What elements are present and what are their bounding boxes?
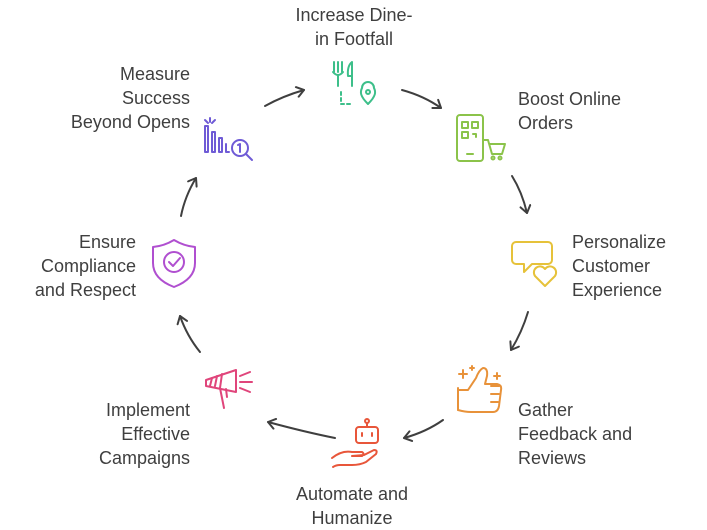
- arrow-campaigns-to-compliance: [176, 315, 201, 353]
- bar-chart-search-icon: [204, 117, 253, 161]
- label-line: Experience: [572, 280, 663, 300]
- step-label-compliance: Ensure Compliance and Respect: [35, 230, 136, 302]
- label-line: Customer: [572, 256, 651, 276]
- label-line: Measure: [119, 64, 190, 84]
- label-line: Effective: [121, 424, 190, 444]
- arrow-compliance-to-measure: [180, 177, 198, 217]
- label-line: Compliance: [40, 256, 136, 276]
- step-label-personalize: Personalize Customer Experience: [572, 230, 666, 302]
- mobile-qr-cart-icon: [456, 114, 506, 162]
- label-line: Humanize: [311, 508, 393, 528]
- label-line: Reviews: [518, 448, 587, 468]
- arrow-online-to-personalize: [511, 175, 532, 214]
- label-line: Increase Dine-: [295, 5, 413, 25]
- label-line: Personalize: [572, 232, 667, 252]
- label-line: Boost Online: [518, 89, 622, 109]
- step-label-campaigns: Implement Effective Campaigns: [99, 398, 190, 470]
- label-line: Feedback and: [518, 424, 633, 444]
- label-line: Ensure: [78, 232, 136, 252]
- step-label-dine-in: Increase Dine- in Footfall: [295, 3, 412, 51]
- step-label-online-orders: Boost Online Orders: [518, 87, 621, 135]
- step-label-feedback: Gather Feedback and Reviews: [518, 398, 632, 470]
- arrow-feedback-to-automate: [403, 419, 444, 442]
- label-line: Orders: [518, 113, 574, 133]
- label-line: Campaigns: [98, 448, 190, 468]
- arrow-measure-to-dinein: [264, 86, 305, 107]
- cycle-arrows: [176, 86, 532, 442]
- thumbs-up-sparkle-icon: [457, 365, 503, 413]
- step-label-measure: Measure Success Beyond Opens: [71, 62, 190, 134]
- label-line: Beyond Opens: [70, 112, 190, 132]
- robot-hand-icon: [331, 418, 379, 468]
- arrow-dinein-to-online: [401, 89, 442, 110]
- chat-heart-icon: [511, 241, 558, 287]
- fork-knife-location-icon: [332, 61, 377, 105]
- label-line: Gather: [518, 400, 574, 420]
- arrow-personalize-to-feedback: [509, 311, 529, 351]
- label-line: and Respect: [34, 280, 136, 300]
- label-line: in Footfall: [314, 29, 394, 49]
- label-line: Implement: [105, 400, 190, 420]
- label-line: Success: [121, 88, 190, 108]
- arrow-automate-to-campaigns: [267, 417, 336, 439]
- megaphone-icon: [205, 369, 253, 409]
- step-label-automate: Automate and Humanize: [296, 482, 408, 530]
- label-line: Automate and: [295, 484, 409, 504]
- shield-check-icon: [152, 239, 196, 288]
